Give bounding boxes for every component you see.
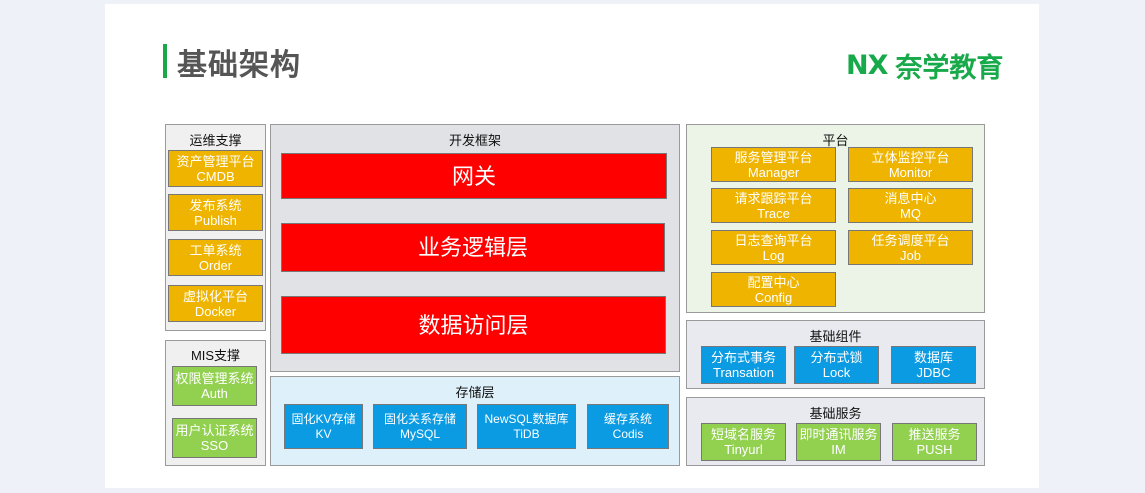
ops-panel-title: 运维支撑 [189,133,242,148]
item-cn: 分布式事务 [710,350,776,365]
layer-gateway: 网关 [281,153,667,199]
services-title: 基础服务 [809,406,862,421]
item-en: Trace [757,205,790,221]
item-cn: 数据库 [913,350,953,365]
item-en: CMDB [196,168,235,184]
item-en: MQ [900,205,921,221]
item-cn: NewSQL数据库 [484,411,569,426]
item-en: KV [315,426,332,441]
item-cn: 分布式锁 [810,350,863,365]
dev-framework-panel: 开发框架 网关 业务逻辑层 数据访问层 [270,124,680,372]
item-cn: 固化关系存储 [383,411,456,426]
item-en: Lock [822,365,851,380]
item-cn: 短域名服务 [710,427,776,442]
item-en: MySQL [399,426,440,441]
title-accent-bar [163,44,167,78]
item-cn: 服务管理平台 [734,149,813,165]
platform-title: 平台 [822,133,849,148]
item-en: Monitor [888,164,933,180]
item-cn: 消息中心 [884,190,937,206]
item-en: Config [754,289,793,305]
item-en: PUSH [916,442,953,457]
brand-logo: NX 奈学教育 [846,46,1003,85]
item-cn: 即时通讯服务 [799,427,878,442]
item-en: Docker [194,303,237,319]
mis-panel-title: MIS支撑 [190,348,241,363]
item-en: JDBC [916,365,951,380]
page-title: 基础架构 [177,49,301,82]
dev-framework-title: 开发框架 [448,133,501,148]
item-en: Codis [612,426,644,441]
item-cn: 任务调度平台 [871,232,950,248]
item-en: Log [762,247,785,263]
item-en: IM [831,442,846,457]
layer-business-logic: 业务逻辑层 [281,223,665,272]
item-en: Job [900,247,921,263]
logo-text: 奈学教育 [895,53,1004,83]
item-en: SSO [200,438,229,453]
item-cn: 虚拟化平台 [182,288,248,304]
components-title: 基础组件 [809,329,862,344]
logo-mark: NX [846,50,888,81]
item-cn: 资产管理平台 [176,153,255,169]
item-cn: 发布系统 [189,197,242,213]
item-cn: 配置中心 [747,274,800,290]
item-en: TiDB [513,426,540,441]
item-cn: 缓存系统 [603,411,652,426]
item-cn: 推送服务 [908,427,961,442]
item-en: Manager [747,164,800,180]
item-cn: 权限管理系统 [175,371,254,386]
layer-data-access: 数据访问层 [281,296,666,354]
item-en: Order [198,257,233,273]
item-cn: 请求跟踪平台 [734,190,813,206]
item-en: Auth [201,386,228,401]
item-cn: 固化KV存储 [291,411,356,426]
item-cn: 用户认证系统 [175,423,254,438]
item-cn: 工单系统 [189,242,242,258]
item-en: Tinyurl [724,442,763,457]
storage-title: 存储层 [455,385,495,400]
item-en: Publish [194,212,237,228]
item-cn: 立体监控平台 [871,149,950,165]
item-cn: 日志查询平台 [734,232,813,248]
item-en: Transation [713,365,774,380]
